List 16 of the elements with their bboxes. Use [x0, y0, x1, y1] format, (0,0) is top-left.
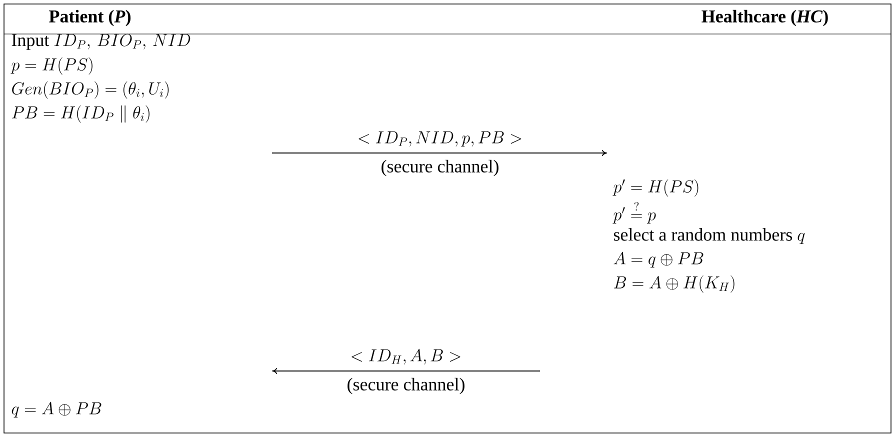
- column-header: Patient (P): [49, 10, 131, 26]
- computation-step: $p' = H(PS)$: [612, 179, 698, 197]
- computation-step: $B = A \oplus H(K_H)$: [614, 275, 734, 293]
- computation-step: $p = H(PS)$: [10, 57, 92, 75]
- computation-step: $A = q \oplus PB$: [614, 252, 704, 268]
- channel-note: (secure channel): [348, 378, 464, 394]
- channel-note: (secure channel): [382, 160, 498, 176]
- computation-step: $\text{Input } ID_P,\, BIO_P,\, NID$: [12, 34, 190, 50]
- computation-step: $PB = H(ID_P \parallel \theta_i)$: [12, 105, 150, 123]
- message-label: $<ID_H, A, B>$: [352, 348, 460, 365]
- computation-step: $q = A \oplus PB$: [12, 402, 102, 418]
- computation-step: $\text{select a random numbers } q$: [614, 228, 805, 244]
- computation-step: $Gen(BIO_P) = (\theta_i, U_i)$: [12, 81, 169, 99]
- column-header: Healthcare (HC): [702, 10, 828, 26]
- computation-step: $p' \overset{?}{=} p$: [612, 202, 656, 224]
- message-label: $<ID_P, NID, p, PB>$: [358, 131, 522, 147]
